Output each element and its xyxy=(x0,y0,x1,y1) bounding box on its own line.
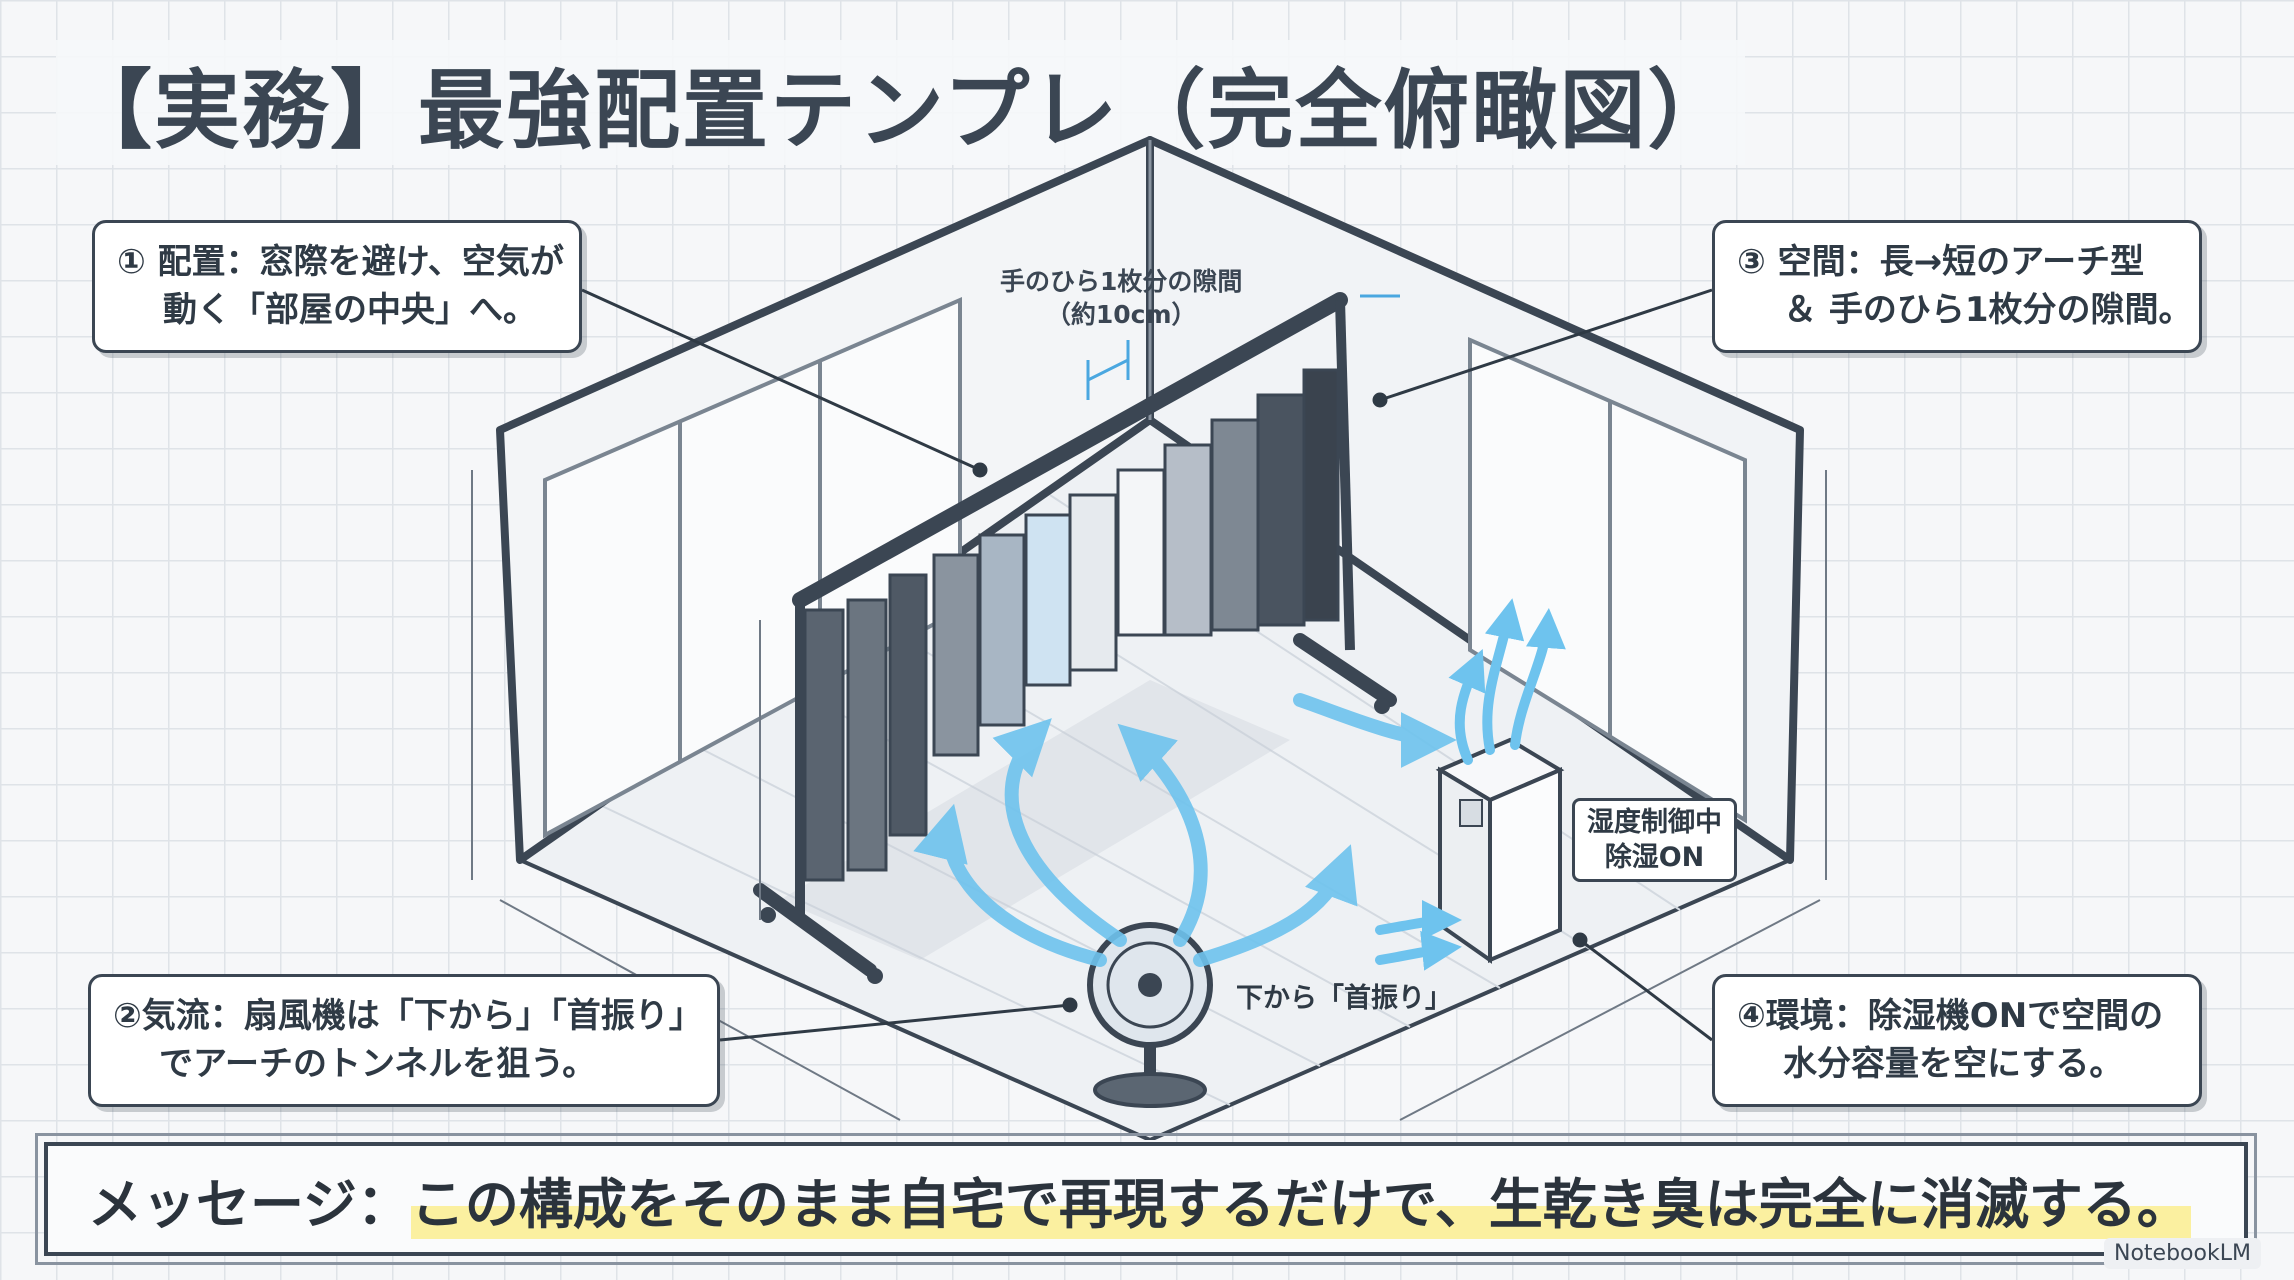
callout-airflow-line1: ②気流：扇風機は「下から」「首振り」 xyxy=(113,996,703,1036)
dehumidifier-status-line1: 湿度制御中 xyxy=(1587,807,1722,838)
callout-airflow: ②気流：扇風機は「下から」「首振り」 でアーチのトンネルを狙う。 xyxy=(88,974,720,1108)
message-prefix: メッセージ： xyxy=(88,1172,411,1236)
callout-environment-line2: 水分容量を空にする。 xyxy=(1783,1043,2124,1084)
callout-space-line1: ③ 空間：長→短のアーチ型 xyxy=(1737,242,2145,282)
page-title: 【実務】最強配置テンプレ（完全俯瞰図） xyxy=(56,40,1746,165)
hanging-clothes xyxy=(803,368,1340,882)
measure-lines xyxy=(471,470,1827,1121)
hanging-rod xyxy=(792,292,1348,608)
callout-space: ③ 空間：長→短のアーチ型 ＆ 手のひら1枚分の隙間。 xyxy=(1712,220,2202,354)
message-highlight: この構成をそのまま自宅で再現するだけで、生乾き臭は完全に消滅する。 xyxy=(410,1159,2191,1239)
gap-dimension xyxy=(1086,294,1400,400)
gap-label: 手のひら1枚分の隙間 （約10cm） xyxy=(1000,266,1242,331)
right-window xyxy=(1468,336,1747,824)
room-illustration xyxy=(471,136,1827,1140)
circulator-fan xyxy=(1087,922,1213,1108)
clothes-rack xyxy=(753,292,1397,984)
fan-airflow-arrows xyxy=(913,693,1457,967)
gap-label-line2: （約10cm） xyxy=(1045,299,1197,329)
dehumidifier-status-line2: 除湿ON xyxy=(1604,842,1705,874)
callout-placement: ① 配置：窓際を避け、空気が 動く「部屋の中央」へ。 xyxy=(92,220,582,354)
callout-space-line2: ＆ 手のひら1枚分の隙間。 xyxy=(1783,289,2193,330)
notebooklm-logo: NotebookLM xyxy=(2104,1238,2261,1269)
leader-lines xyxy=(581,288,1713,1042)
fan-swing-label: 下から「首振り」 xyxy=(1236,983,1452,1014)
dehumidifier-status-badge: 湿度制御中 除湿ON xyxy=(1572,798,1737,883)
callout-airflow-line2: でアーチのトンネルを狙う。 xyxy=(159,1043,597,1084)
dehumidifier xyxy=(1435,737,1565,964)
gap-label-line1: 手のひら1枚分の隙間 xyxy=(1000,267,1243,296)
callout-placement-line1: ① 配置：窓際を避け、空気が xyxy=(117,242,564,282)
callout-environment-line1: ④環境：除湿機ONで空間の xyxy=(1737,996,2164,1036)
callout-environment: ④環境：除湿機ONで空間の 水分容量を空にする。 xyxy=(1712,974,2202,1108)
dehumidifier-airflow xyxy=(1375,598,1566,971)
message-bar: メッセージ： この構成をそのまま自宅で再現するだけで、生乾き臭は完全に消滅する。 xyxy=(35,1133,2257,1265)
callout-placement-line2: 動く「部屋の中央」へ。 xyxy=(163,289,537,330)
